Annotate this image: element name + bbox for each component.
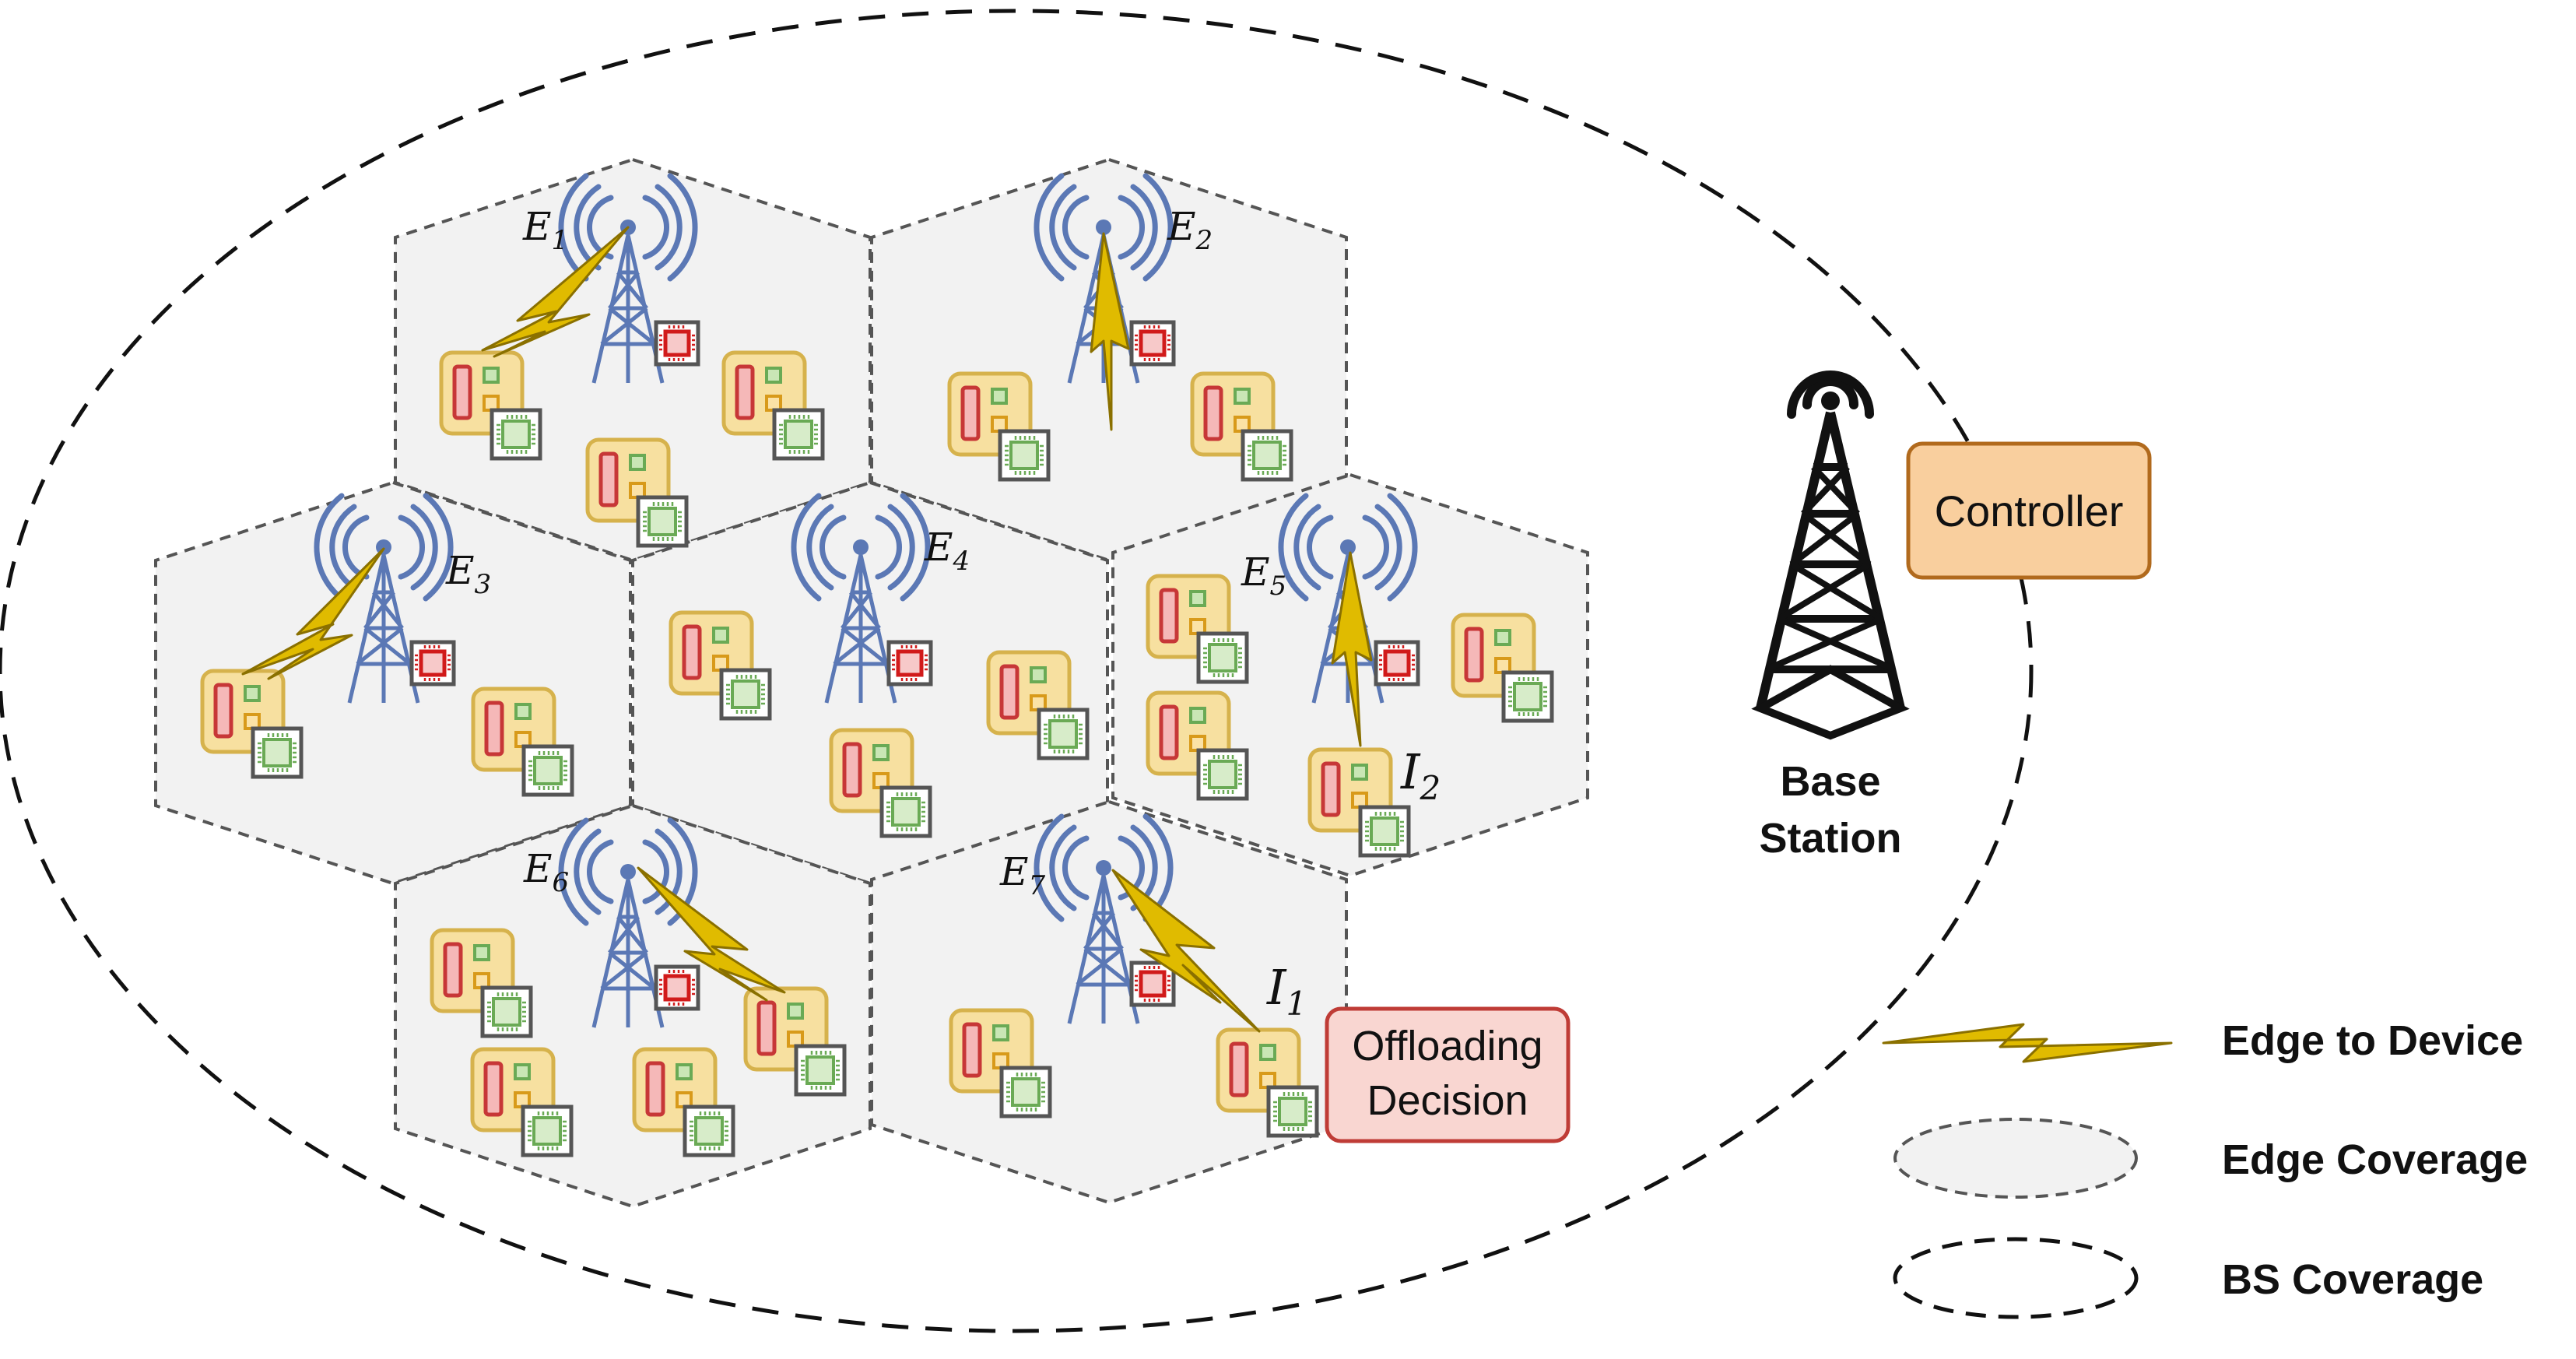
lightning-icon xyxy=(1090,232,1130,431)
edge-label: E2 xyxy=(1167,204,1213,256)
edge-label: E4 xyxy=(924,525,970,577)
device-label-i1: I1 xyxy=(1266,959,1307,1023)
hex-cell-e3 xyxy=(154,480,632,886)
edge-label: E6 xyxy=(523,846,569,898)
hex-cell-e4 xyxy=(631,480,1109,886)
lightning-icon xyxy=(481,226,630,358)
offloading-line1: Offloading xyxy=(1352,1023,1542,1069)
bs-coverage-boundary xyxy=(0,9,2034,1333)
lightning-icon xyxy=(1331,551,1373,747)
device-label-i2: I2 xyxy=(1400,743,1441,807)
edge-label: E7 xyxy=(999,849,1046,901)
edge-labels: E1 E2 E3 E4 E5 E6 E7 xyxy=(445,204,1286,901)
legend-edge-coverage-swatch xyxy=(1893,1118,2138,1199)
edge-label: E1 xyxy=(522,204,568,256)
legend-edge-to-device: Edge to Device xyxy=(2222,1017,2523,1064)
legend: Edge to Device Edge Coverage BS Coverage xyxy=(1882,1017,2528,1319)
offloading-decision-box: Offloading Decision xyxy=(1325,1006,1571,1143)
edge-label: E3 xyxy=(445,548,491,600)
controller-box: Controller xyxy=(1906,441,2152,580)
lightning-icon xyxy=(637,866,786,1002)
base-station-tower-icon xyxy=(1751,370,1910,740)
legend-bs-coverage-swatch xyxy=(1893,1237,2139,1319)
legend-lightning-icon xyxy=(1882,1023,2173,1063)
edge-label: E5 xyxy=(1241,550,1286,602)
lightning-icon xyxy=(1111,869,1261,1033)
base-station-label-line1: Base xyxy=(1780,758,1880,805)
offloading-line2: Decision xyxy=(1367,1077,1528,1124)
lightning-icon xyxy=(241,547,385,680)
controller-label: Controller xyxy=(1935,486,2124,536)
legend-bs-coverage: BS Coverage xyxy=(2222,1256,2483,1303)
device-labels: I1 I2 xyxy=(1266,743,1441,1023)
base-station-label-line2: Station xyxy=(1760,815,1902,862)
legend-edge-coverage: Edge Coverage xyxy=(2222,1136,2528,1183)
edge-to-device-links xyxy=(241,226,1373,1033)
